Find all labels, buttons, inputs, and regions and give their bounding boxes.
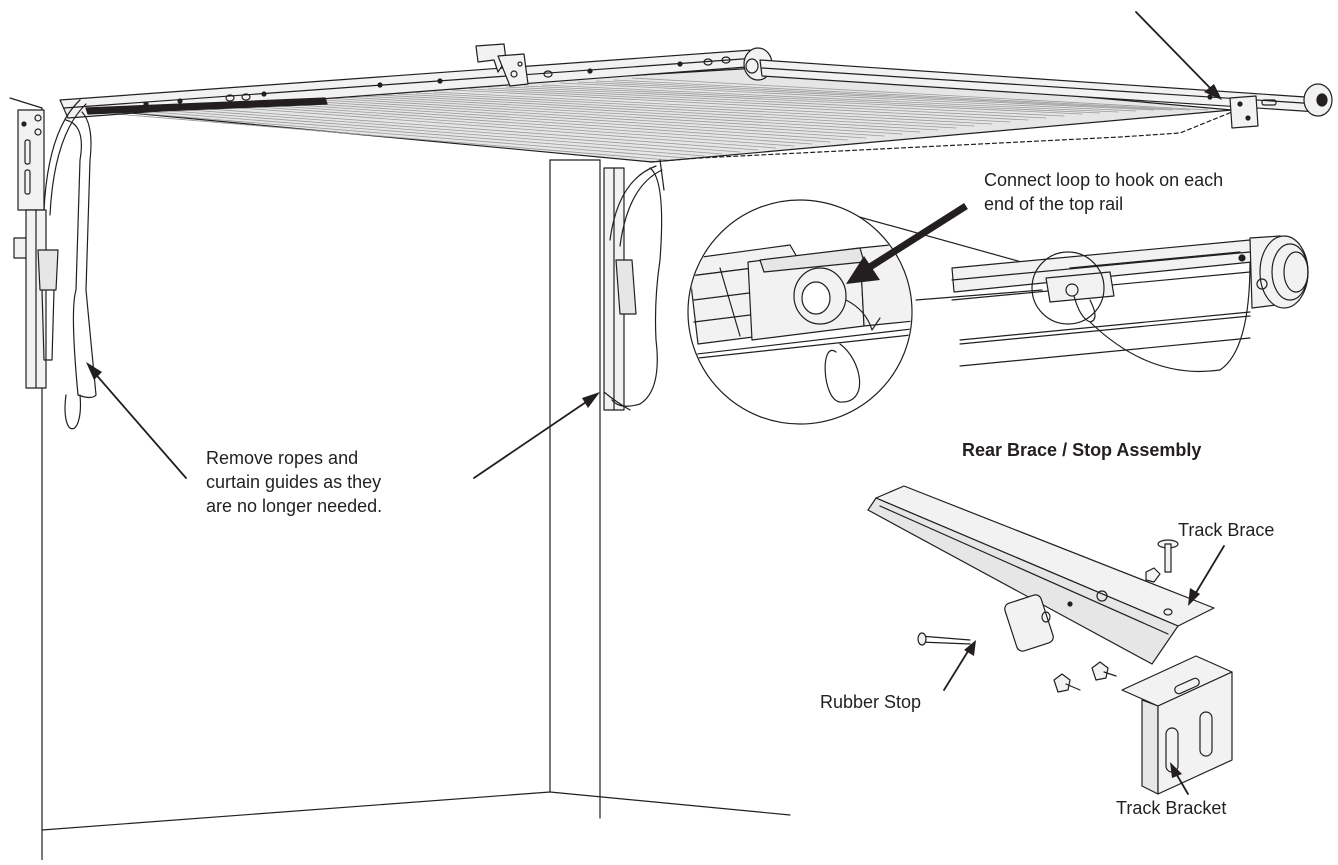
left-side-assembly — [13, 99, 97, 430]
track-bracket-label: Track Bracket — [1116, 798, 1227, 818]
connect-loop-label-line1: Connect loop to hook on each — [984, 170, 1224, 190]
connect-loop-label-line2: end of the top rail — [984, 194, 1124, 214]
remove-ropes-label-line3: are no longer needed. — [206, 496, 383, 516]
zoom-callout — [687, 199, 1309, 425]
track-brace-label: Track Brace — [1178, 520, 1275, 540]
rear-brace-stop-assembly — [867, 485, 1233, 795]
callout-arrows — [86, 11, 1225, 795]
garage-walls — [9, 97, 791, 861]
connect-loop-arrow — [846, 203, 968, 284]
rubber-stop-label: Rubber Stop — [820, 692, 922, 712]
right-track-rail — [759, 59, 1333, 129]
remove-ropes-label-line2: curtain guides as they — [206, 472, 382, 492]
remove-ropes-label-line1: Remove ropes and — [206, 448, 359, 468]
assembly-title: Rear Brace / Stop Assembly — [962, 440, 1202, 460]
right-side-assembly — [603, 159, 665, 411]
